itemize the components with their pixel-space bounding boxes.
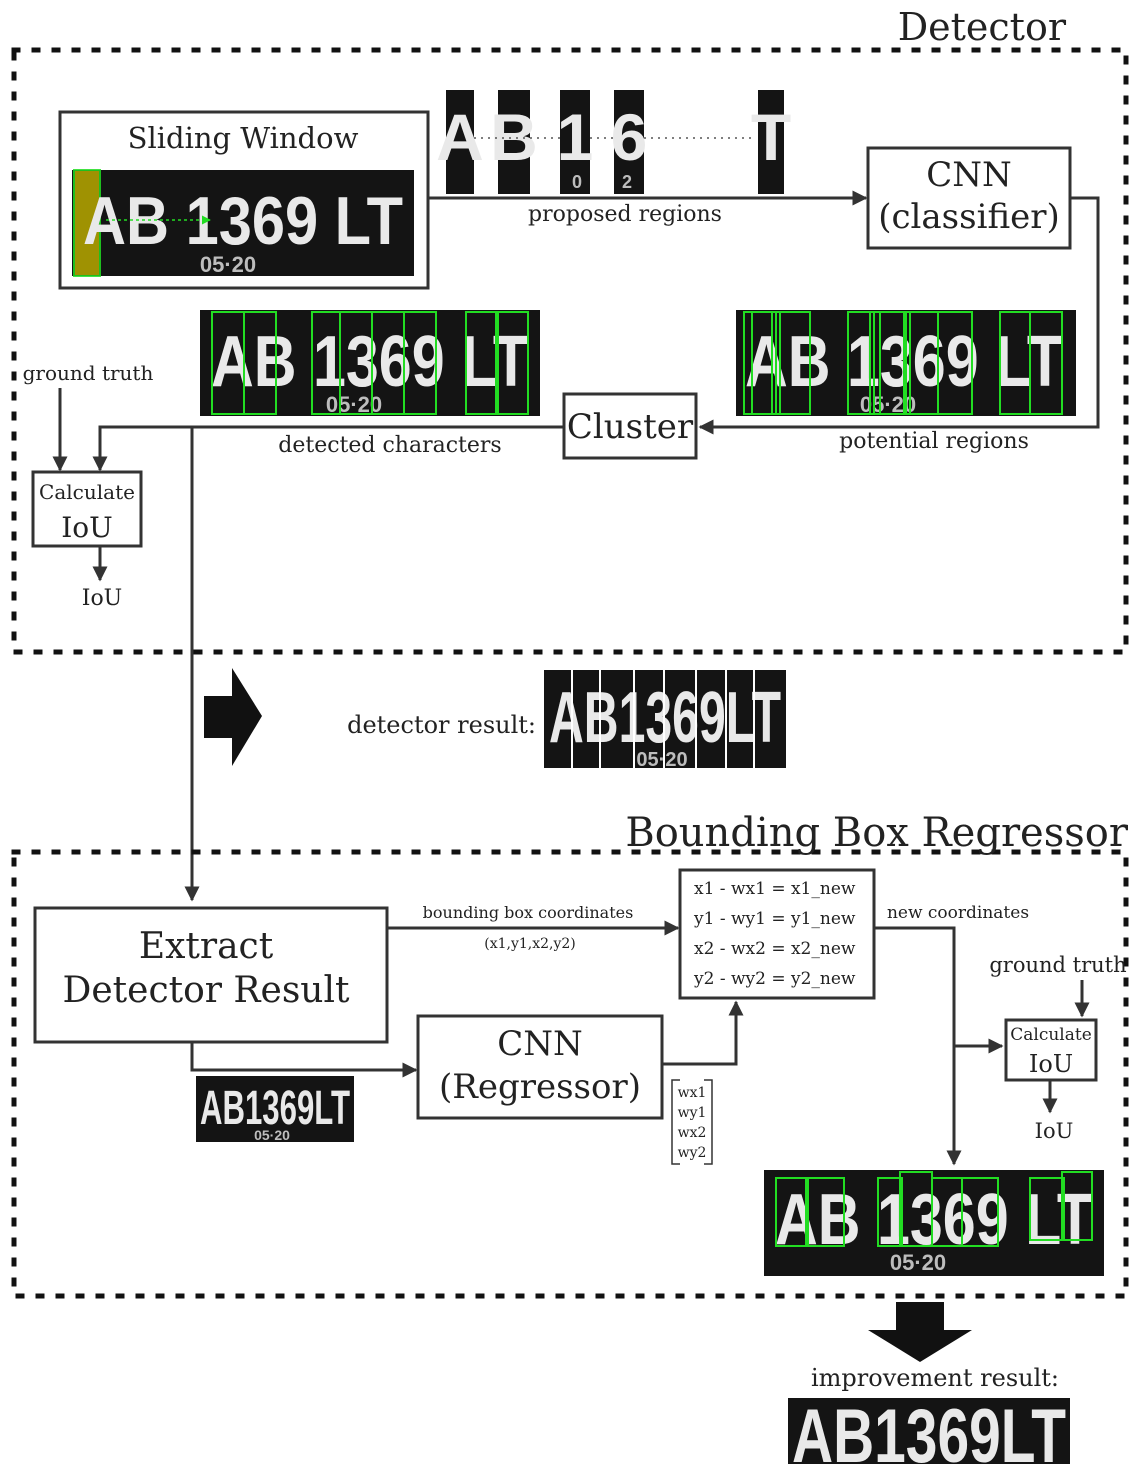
calculate-iou-line2: IoU	[61, 511, 113, 544]
plate-text: AB1369LT	[792, 1394, 1066, 1464]
detector-section: Detector Sliding Window AB 1369 LT 05·20…	[14, 5, 1126, 652]
detector-result-plate: AB1369LT 05·20	[544, 670, 786, 771]
plate-text: AB1369LT	[549, 678, 781, 758]
equation-line: x1 - wx1 = x1_new	[694, 879, 856, 899]
weight-item: wx1	[678, 1085, 707, 1101]
plate-subtext: 05·20	[636, 749, 687, 771]
weight-item: wy1	[678, 1105, 707, 1121]
crop-subchar: 2	[622, 172, 632, 192]
calculate-iou-line1: Calculate	[39, 480, 135, 504]
iou-output-label: IoU	[1035, 1119, 1074, 1143]
calculate-iou-line1: Calculate	[1010, 1025, 1092, 1045]
right-arrow-icon	[204, 668, 262, 766]
ground-truth-label: ground truth	[23, 361, 154, 385]
extract-line2: Detector Result	[63, 970, 350, 1011]
potential-regions-label: potential regions	[839, 429, 1029, 454]
bbox-coords-label: bounding box coordinates	[423, 903, 634, 922]
proposed-regions-crops: A B 1 0 6 2 T	[436, 90, 791, 194]
equation-line: y2 - wy2 = y2_new	[693, 969, 856, 989]
sliding-window-plate: AB 1369 LT 05·20	[72, 170, 414, 277]
crop-subchar: 0	[572, 172, 582, 192]
cnn-classifier-line2: (classifier)	[878, 197, 1060, 237]
equation-line: y1 - wy1 = y1_new	[693, 909, 856, 929]
cluster-label: Cluster	[567, 407, 694, 447]
regressor-section: Bounding Box Regressor Extract Detector …	[14, 810, 1129, 1296]
detected-characters-label: detected characters	[278, 433, 501, 458]
cnn-classifier-line1: CNN	[926, 155, 1012, 195]
detector-result-label: detector result:	[347, 711, 536, 739]
to-cnn-regressor-arrow	[192, 1042, 416, 1070]
potential-regions-plate: AB 1369 LT 05·20	[736, 310, 1076, 417]
new-coords-arrow	[874, 928, 954, 1164]
crop-char: 6	[611, 100, 648, 174]
proposed-regions-label: proposed regions	[528, 202, 722, 227]
improvement-result-plate: AB1369LT	[788, 1394, 1070, 1464]
cnn-regressor-line1: CNN	[497, 1024, 583, 1064]
weight-item: wx2	[678, 1125, 707, 1141]
regressor-title: Bounding Box Regressor	[625, 810, 1129, 856]
plate-text: AB 1369 LT	[775, 1180, 1093, 1260]
crop-char: 1	[557, 100, 594, 174]
down-arrow-icon	[868, 1302, 972, 1362]
plate-subtext: 05·20	[200, 252, 256, 277]
plate-text: AB 1369 LT	[83, 183, 403, 259]
equation-line: x2 - wx2 = x2_new	[694, 939, 856, 959]
detected-characters-plate: AB 1369 LT 05·20	[200, 310, 540, 417]
new-coords-label: new coordinates	[887, 903, 1029, 923]
crop-char: B	[490, 100, 538, 174]
weights-to-equations-arrow	[662, 1002, 736, 1064]
plate-subtext: 05·20	[254, 1127, 290, 1143]
plate-subtext: 05·20	[890, 1250, 946, 1275]
detector-title: Detector	[898, 5, 1067, 49]
ground-truth-label: ground truth	[989, 953, 1126, 977]
calculate-iou-line2: IoU	[1029, 1050, 1073, 1078]
refined-boxes-plate: AB 1369 LT 05·20	[764, 1170, 1104, 1276]
plate-text: AB 1369 LT	[211, 322, 529, 402]
bbox-coords-tuple: (x1,y1,x2,y2)	[484, 936, 576, 952]
crop-char: T	[751, 100, 791, 174]
sliding-window-label: Sliding Window	[128, 121, 359, 155]
cnn-regressor-line2: (Regressor)	[439, 1067, 641, 1107]
regressor-input-plate: AB1369LT 05·20	[196, 1076, 354, 1143]
iou-output-label: IoU	[82, 586, 122, 611]
crop-char: A	[436, 100, 484, 174]
improvement-result-label: improvement result:	[811, 1364, 1059, 1392]
extract-line1: Extract	[139, 926, 274, 967]
weight-item: wy2	[678, 1145, 707, 1161]
